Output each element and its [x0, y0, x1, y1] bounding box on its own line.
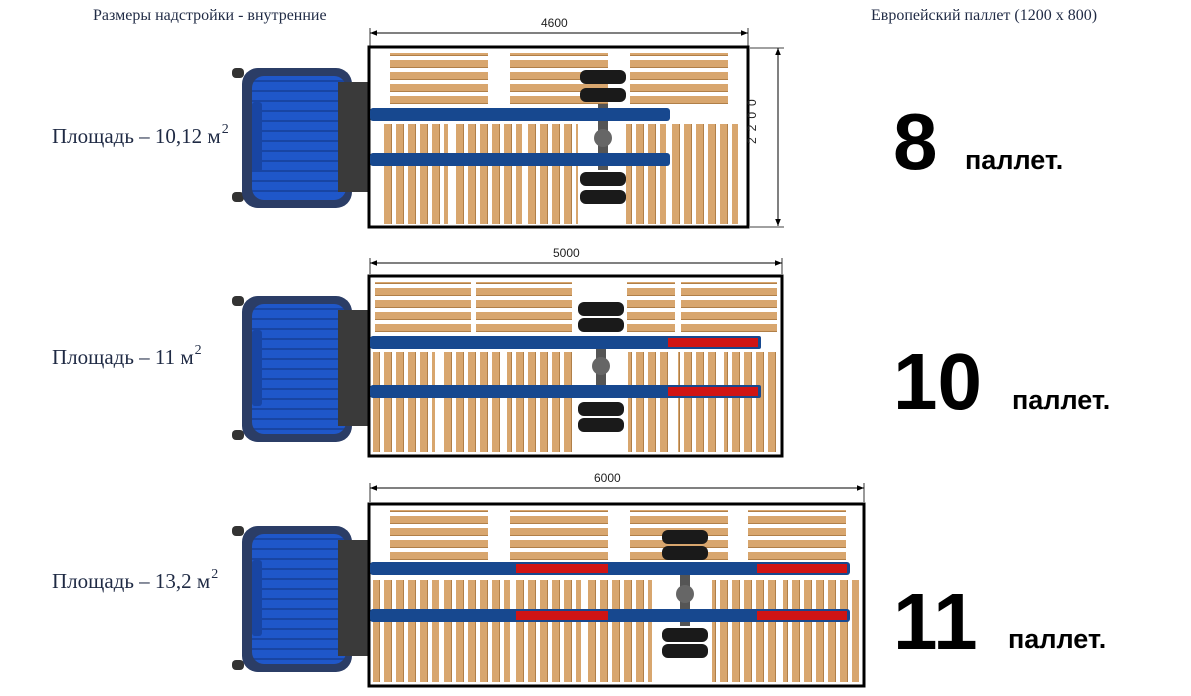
pallet: [783, 580, 859, 682]
truck-cab: [232, 68, 368, 208]
pallet: [515, 580, 581, 682]
pallet-unit-row-3: паллет.: [1008, 624, 1107, 654]
pallet: [672, 124, 738, 224]
dimension-length-label: 5000: [553, 246, 580, 260]
dimension-length-label: 6000: [594, 471, 621, 485]
pallet: [476, 282, 572, 334]
pallet: [626, 124, 666, 224]
header-left-title: Размеры надстройки - внутренние: [93, 7, 327, 24]
rail-extension-red: [668, 387, 758, 396]
area-label-row-1: Площадь – 10,12 м2: [52, 122, 229, 148]
truck-cab: [232, 526, 368, 672]
rail-extension-red: [757, 611, 847, 620]
pallet: [373, 352, 435, 452]
area-label-row-3: Площадь – 13,2 м2: [52, 567, 219, 593]
pallet-count-row-1: 8: [893, 97, 938, 186]
truck-row-3: [232, 483, 866, 688]
pallet: [373, 580, 439, 682]
header-right-title: Европейский паллет (1200 х 800): [871, 7, 1098, 24]
pallet: [627, 282, 675, 334]
area-label-row-2: Площадь – 11 м2: [52, 343, 202, 369]
pallet: [748, 510, 846, 560]
truck-row-2: [232, 258, 784, 458]
pallet-count-row-2: 10: [893, 337, 982, 426]
pallet: [628, 352, 672, 452]
pallet-count-row-3: 11: [893, 577, 978, 666]
pallet: [507, 352, 573, 452]
frame-rail: [370, 562, 850, 575]
pallet: [440, 352, 502, 452]
pallet: [586, 580, 652, 682]
pallet: [444, 580, 510, 682]
dimension-width-label: 2200: [745, 93, 759, 144]
frame-rail: [370, 609, 850, 622]
rear-axle: [580, 70, 626, 204]
frame-rail: [370, 385, 670, 398]
pallet: [681, 282, 777, 334]
frame-rail: [370, 108, 670, 121]
rear-axle: [578, 302, 624, 432]
rear-axle: [662, 530, 708, 658]
frame-rail: [370, 153, 670, 166]
pallet: [528, 124, 578, 224]
pallet: [510, 510, 608, 560]
pallet: [712, 580, 778, 682]
rail-extension-red: [516, 564, 608, 573]
frame-rail: [370, 336, 670, 349]
pallet: [390, 53, 488, 105]
rail-extension-red: [668, 338, 758, 347]
truck-cab: [232, 296, 368, 442]
pallet: [724, 352, 778, 452]
rail-extension-red: [757, 564, 847, 573]
pallet: [630, 53, 728, 105]
pallet: [380, 124, 448, 224]
pallet: [678, 352, 720, 452]
pallet-unit-row-1: паллет.: [965, 145, 1064, 175]
pallet: [454, 124, 522, 224]
pallet-unit-row-2: паллет.: [1012, 385, 1111, 415]
truck-row-1: [232, 28, 784, 229]
dimension-length-label: 4600: [541, 16, 568, 30]
rail-extension-red: [516, 611, 608, 620]
pallet: [375, 282, 471, 334]
pallet: [390, 510, 488, 560]
